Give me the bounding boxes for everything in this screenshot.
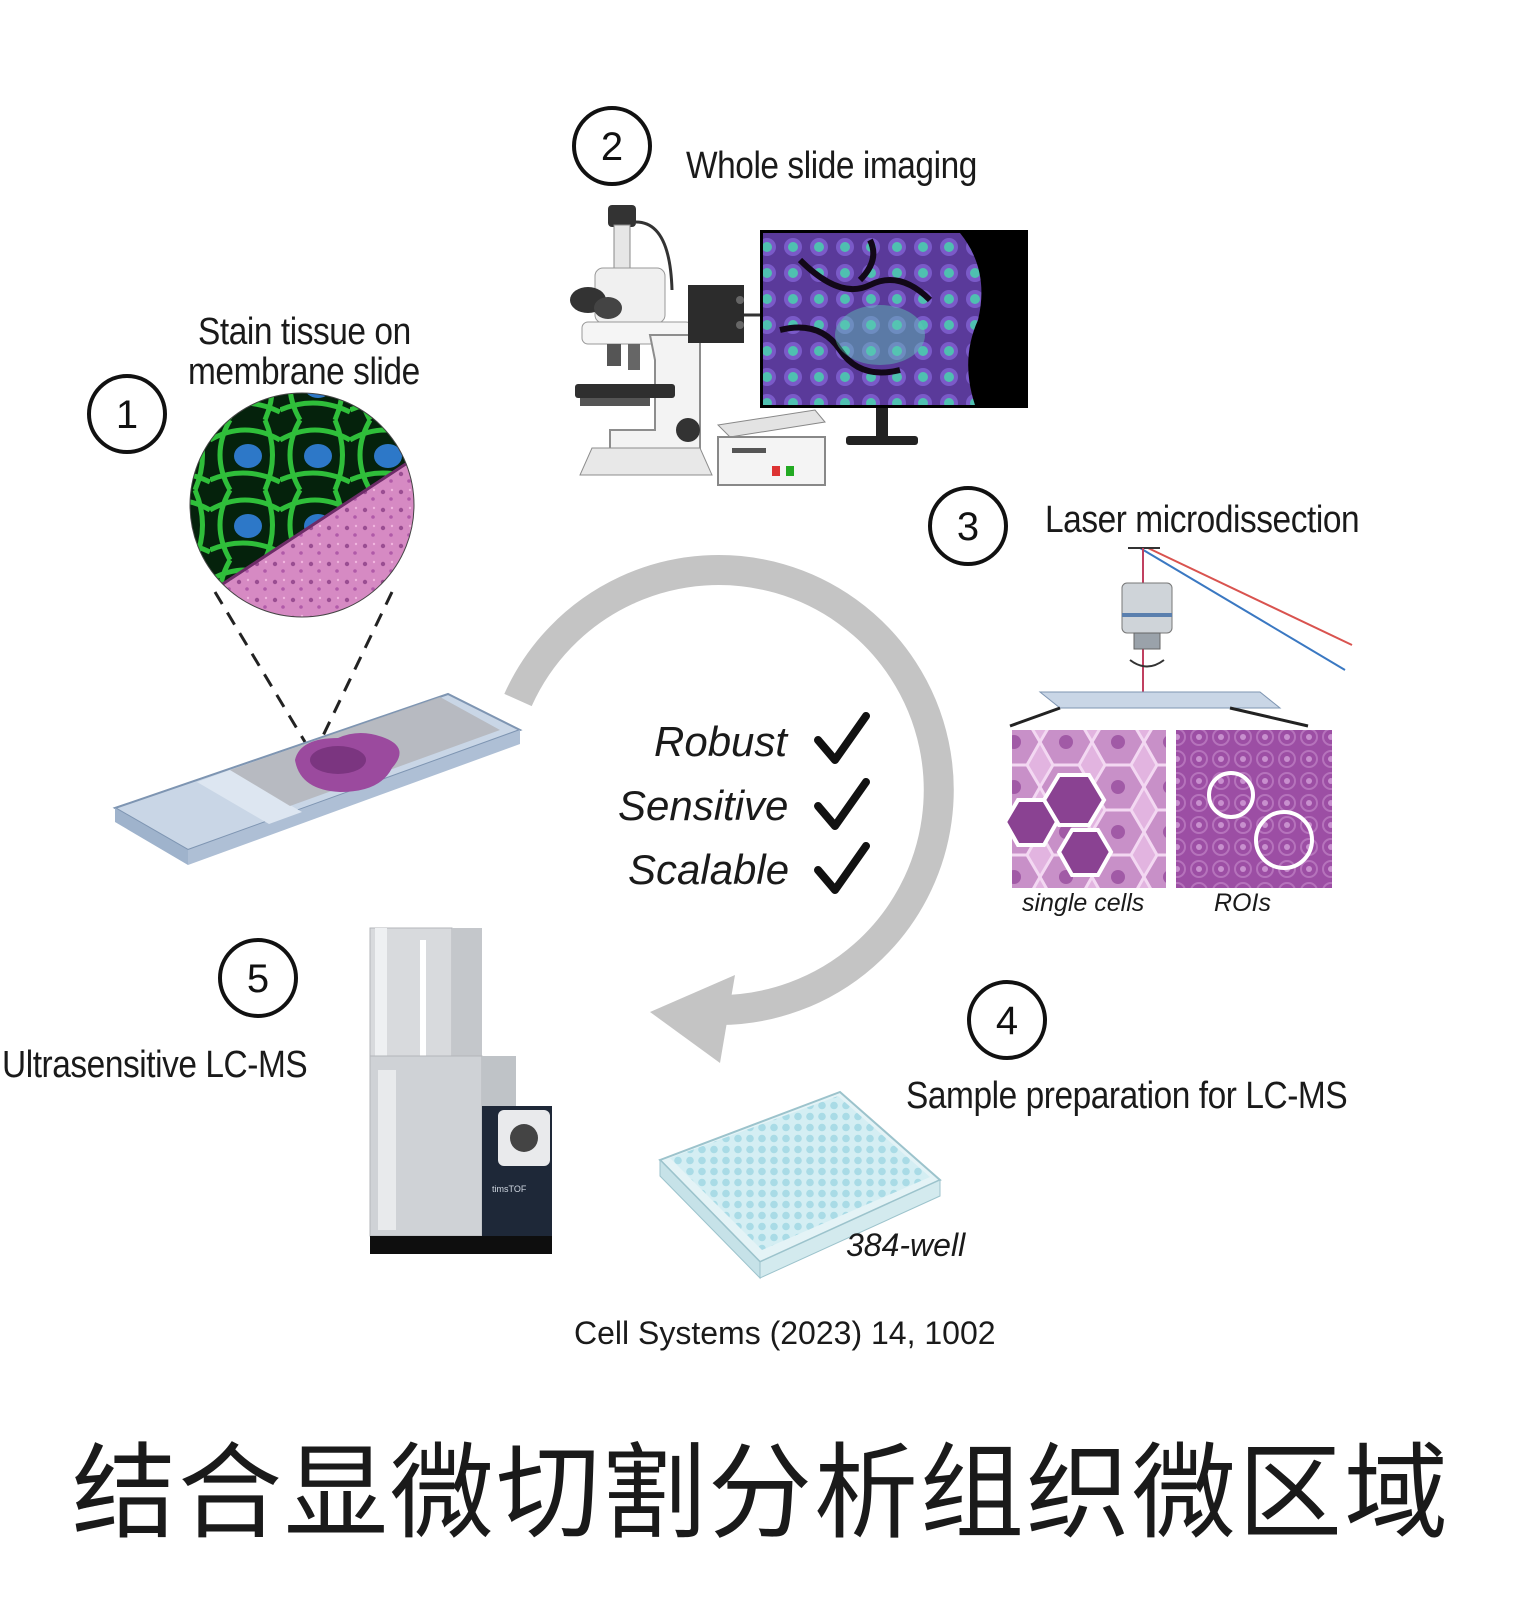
svg-text:3: 3	[957, 505, 979, 549]
checkmark-icon	[814, 712, 870, 764]
monitor	[744, 230, 1028, 445]
step-1-title-line-2: membrane slide	[188, 351, 420, 393]
plate-label: 384-well	[846, 1227, 966, 1263]
step-4-badge: 4	[967, 980, 1047, 1060]
power-box	[716, 409, 826, 486]
step-3-title: Laser microdissection	[1045, 499, 1360, 541]
laser-objective	[1009, 547, 1353, 728]
mass-spectrometer: timsTOF	[369, 927, 552, 1254]
step-1-badge: 1	[87, 374, 167, 454]
checkmark-icon	[814, 842, 870, 894]
step-3-badge: 3	[928, 486, 1008, 566]
svg-text:5: 5	[247, 957, 269, 1001]
step-2-badge: 2	[572, 106, 652, 186]
property-sensitive: Sensitive	[618, 782, 789, 829]
rois-label: ROIs	[1214, 889, 1271, 917]
property-scalable: Scalable	[628, 846, 790, 893]
headline: 结合显微切割分析组织微区域	[72, 1432, 1451, 1554]
svg-text:4: 4	[996, 999, 1018, 1043]
well-plate	[658, 1090, 942, 1280]
svg-text:2: 2	[601, 125, 623, 169]
microscope	[570, 205, 744, 476]
step-5-badge: 5	[218, 938, 298, 1018]
step-2-title: Whole slide imaging	[686, 145, 977, 187]
instrument-brand: timsTOF	[492, 1184, 527, 1194]
membrane-slide	[112, 692, 523, 865]
property-robust: Robust	[654, 718, 788, 765]
step-5-title: Ultrasensitive LC-MS	[2, 1044, 308, 1086]
roi-panel	[1176, 730, 1332, 888]
step-4-title: Sample preparation for LC-MS	[906, 1075, 1348, 1117]
citation: Cell Systems (2023) 14, 1002	[574, 1315, 996, 1351]
cycle-arrow	[504, 555, 954, 1063]
tissue-magnification	[189, 392, 415, 743]
svg-text:1: 1	[116, 393, 138, 437]
single-cell-panel	[1002, 730, 1166, 888]
step-1-title-line-1: Stain tissue on	[198, 311, 411, 353]
checkmark-icon	[814, 778, 870, 830]
single-cells-label: single cells	[1022, 889, 1145, 917]
